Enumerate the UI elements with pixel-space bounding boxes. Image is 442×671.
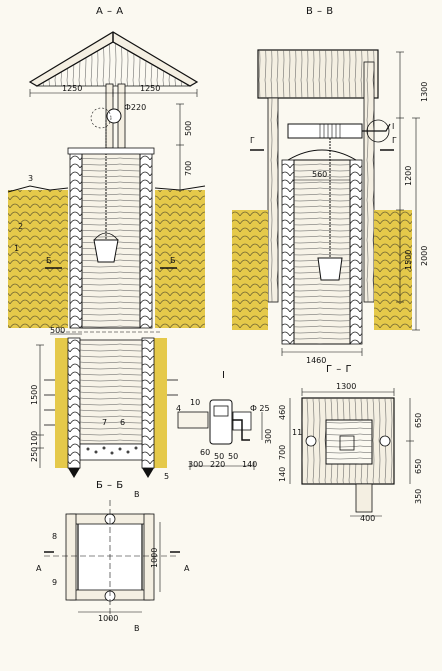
dim-gg-700: 700	[278, 444, 287, 460]
section-b-b	[44, 500, 180, 620]
section-g-g	[289, 388, 414, 517]
dim-aa-left: 1250	[62, 84, 83, 93]
dim-gg-460: 460	[278, 404, 287, 420]
dim-vv-560: 560	[312, 170, 328, 179]
detail-marker-i: I	[392, 122, 395, 131]
callout-4: 4	[176, 404, 182, 413]
cut-a-left: А	[36, 564, 42, 573]
title-detail-i: I	[222, 370, 226, 381]
dim-gg-1300: 1300	[336, 382, 357, 391]
callout-9: 9	[52, 578, 58, 587]
title-g-g: Г – Г	[326, 364, 353, 375]
callout-11: 11	[292, 428, 303, 437]
drum	[106, 108, 122, 124]
dim-detail-dia25: Ф 25	[250, 404, 270, 413]
dim-vv-2000: 2000	[420, 245, 429, 266]
callout-7: 7	[102, 418, 108, 427]
dim-aa-dia: Ф220	[124, 103, 147, 112]
dim-detail-60: 60	[200, 448, 211, 457]
title-v-v: В – В	[306, 6, 334, 17]
roof	[28, 31, 199, 87]
callout-2: 2	[18, 222, 24, 231]
dim-detail-50a: 50	[214, 452, 225, 461]
dim-aa-right: 1250	[140, 84, 161, 93]
detail-i	[177, 399, 263, 470]
dim-aa-250: 250	[30, 446, 39, 462]
dim-gg-650b: 650	[414, 458, 423, 474]
dim-detail-50b: 50	[228, 452, 239, 461]
title-a-a: А – А	[96, 6, 124, 17]
section-v-v	[232, 49, 420, 356]
dim-detail-140: 140	[242, 460, 258, 469]
dim-bb-1000v: 1000	[150, 547, 159, 568]
bucket	[93, 239, 119, 263]
dim-detail-300: 300	[188, 460, 204, 469]
cut-b-right: Б	[170, 256, 176, 265]
dim-gg-650a: 650	[414, 412, 423, 428]
dim-gg-140: 140	[278, 466, 287, 482]
dim-bb-1000h: 1000	[98, 614, 119, 623]
cut-v-bottom: В	[134, 624, 140, 633]
dim-vv-1460: 1460	[306, 356, 327, 365]
section-a-a	[7, 31, 206, 478]
callout-8: 8	[52, 532, 58, 541]
dim-vv-1200: 1200	[404, 165, 413, 186]
dim-gg-400: 400	[360, 514, 376, 523]
callout-6: 6	[120, 418, 126, 427]
callout-3: 3	[28, 174, 34, 183]
dim-aa-500: 500	[184, 120, 193, 136]
title-b-b: Б – Б	[96, 480, 124, 491]
dim-gg-350: 350	[414, 488, 423, 504]
dim-vv-1500: 1500	[404, 249, 413, 270]
cut-b-left: Б	[46, 256, 52, 265]
dim-detail-220: 220	[210, 460, 226, 469]
dim-aa-100: 100	[30, 430, 39, 446]
cut-v-top: В	[134, 490, 140, 499]
cut-g-left: Г	[250, 136, 255, 145]
callout-1: 1	[14, 244, 20, 253]
dim-aa-1500: 1500	[30, 384, 39, 405]
drum-side	[287, 123, 363, 139]
cut-a-right: А	[184, 564, 190, 573]
callout-10: 10	[190, 398, 201, 407]
dim-vv-1300: 1300	[420, 81, 429, 102]
dim-aa-700: 700	[184, 160, 193, 176]
callout-5: 5	[164, 472, 170, 481]
cut-g-right: Г	[392, 136, 397, 145]
dim-aa-500b: 500	[50, 326, 66, 335]
dim-detail-300v: 300	[264, 428, 273, 444]
